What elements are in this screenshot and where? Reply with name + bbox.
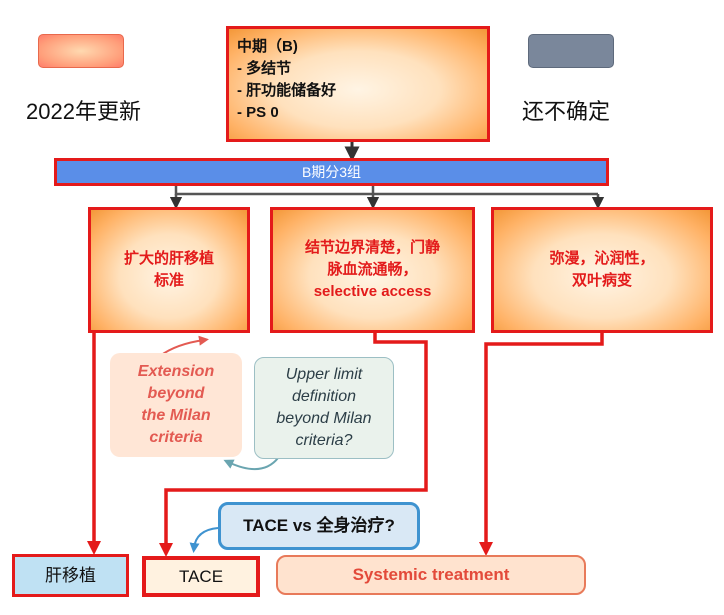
group-line: 标准 [153,272,184,289]
group-box-tace: 结节边界清楚，门静 脉血流通畅， selective access [270,207,475,333]
note-upper-limit: Upper limit definition beyond Milan crit… [254,357,394,459]
group-box-transplant: 扩大的肝移植 标准 [88,207,250,333]
legend-swatch-undetermined [528,34,614,68]
note-line: beyond Milan [276,410,372,427]
note-line: definition [291,388,357,405]
stage-b-item: - 肝功能储备好 [237,82,337,99]
note-milan-extension: Extension beyond the Milan criteria [110,353,242,457]
group-line: selective access [313,283,432,300]
question-box: TACE vs 全身治疗? [218,502,420,550]
note-line: beyond [147,385,205,402]
outcome-liver-transplant: 肝移植 [12,554,129,597]
arrow-question-to-tace [189,527,219,553]
group-line: 结节边界清楚，门静 [304,239,440,256]
note-line: the Milan [141,407,211,424]
arrow-group2-to-tace [159,333,428,557]
group-box-systemic: 弥漫，沁润性， 双叶病变 [491,207,713,333]
arrow-upper-to-milan [223,457,279,470]
note-line: Extension [137,363,215,380]
outcome-tace: TACE [142,556,260,597]
stage-b-box: 中期（B) - 多结节 - 肝功能储备好 - PS 0 [226,26,490,142]
arrow-group3-to-systemic [479,333,604,556]
note-line: criteria? [295,432,353,449]
note-line: Upper limit [285,366,363,383]
group-line: 弥漫，沁润性， [549,250,655,267]
group-line: 扩大的肝移植 [123,250,214,267]
stage-b-title: 中期（B) [237,38,298,55]
outcome-systemic-treatment: Systemic treatment [276,555,586,595]
legend-label-new: 2022年更新 [26,99,141,124]
group-line: 双叶病变 [571,272,632,289]
stage-b-item: - 多结节 [237,60,292,77]
subgroup-bar: B期分3组 [54,158,609,186]
note-line: criteria [149,429,203,446]
branch-bar-to-groups [169,186,605,210]
group-line: 脉血流通畅， [327,261,418,278]
legend-swatch-new [38,34,124,68]
legend-label-undetermined: 还不确定 [522,99,611,124]
stage-b-item: - PS 0 [237,104,279,121]
